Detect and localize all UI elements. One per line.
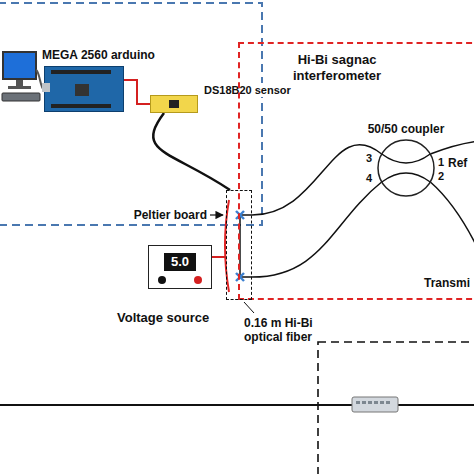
display-value: 5.0: [164, 253, 196, 271]
transmission-fiber: [430, 182, 474, 253]
optical-fiber: [252, 182, 382, 277]
switch-ports: [356, 401, 390, 404]
network-region-outline: [318, 342, 474, 474]
peltier-label: Peltier board: [134, 208, 207, 222]
leader-line: [244, 302, 254, 313]
coupler-circle: [378, 140, 434, 196]
voltage-source: 5.0Voltage source: [148, 245, 212, 289]
terminal-negative: [158, 276, 166, 284]
arduino-board: MEGA 2560 arduino: [42, 48, 155, 112]
sensor-pcb: [150, 95, 198, 113]
computer-keyboard: [2, 93, 40, 101]
port-number: 3: [366, 152, 372, 164]
sensor-label: DS18B20 sensor: [202, 83, 293, 97]
power-wire: [212, 256, 226, 258]
network-line: [0, 404, 474, 406]
computer-monitor: [3, 52, 36, 79]
source-label: Voltage source: [117, 310, 209, 326]
coupler-symbol: [376, 138, 436, 198]
port-number: 4: [366, 172, 372, 184]
arduino-pcb: [44, 66, 124, 112]
coupling-fiber: [382, 154, 430, 163]
display-panel: 5.0: [149, 252, 211, 271]
fiber-label: 0.16 m Hi-Bi optical fiber: [244, 316, 344, 344]
port-number: 1: [438, 156, 444, 168]
monitor-stand: [16, 80, 23, 87]
coupler-label: 50/50 coupler: [350, 122, 462, 136]
monitor-foot: [8, 86, 31, 89]
usb-port: [42, 83, 50, 92]
header-strip: [51, 70, 111, 74]
board-label: MEGA 2560 arduino: [42, 48, 155, 62]
coupling-fiber: [382, 173, 430, 182]
terminal-positive: [194, 276, 202, 284]
sensor-board: DS18B20 sensor: [150, 95, 198, 113]
peltier-board: Peltier board: [226, 190, 252, 300]
sensor-chip: [169, 100, 179, 108]
network-switch: [352, 397, 398, 412]
port-label: Ref: [448, 156, 467, 170]
mcu-chip: [75, 84, 89, 96]
signal-wire: [124, 80, 150, 104]
port-label: Transmi: [424, 276, 470, 290]
optical-fiber: [252, 145, 382, 215]
region-title: Hi-Bi sagnac interferometer: [262, 52, 412, 84]
leader-arrow: [210, 214, 223, 215]
sensor-cable: [153, 113, 230, 190]
port-number: 2: [438, 170, 444, 182]
reflection-fiber: [430, 141, 474, 154]
pc-region-outline: [0, 3, 262, 225]
header-strip: [51, 104, 111, 108]
